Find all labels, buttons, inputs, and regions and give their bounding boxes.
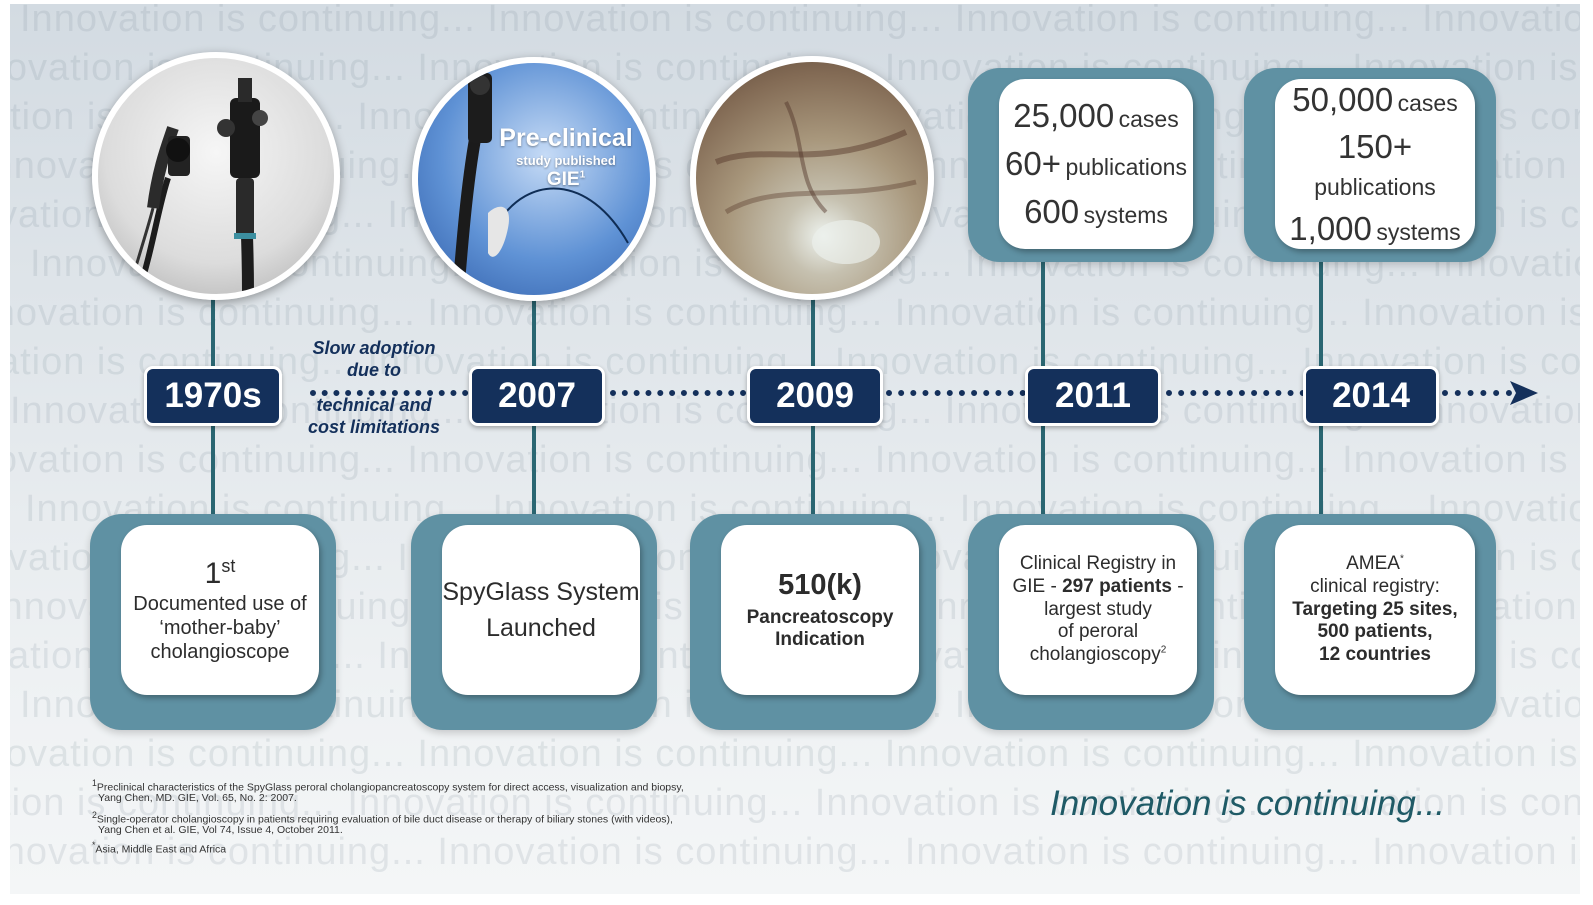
footnote: *Asia, Middle East and Africa xyxy=(92,840,226,857)
card-text: AMEA xyxy=(1346,553,1400,574)
stat-unit: publications xyxy=(1065,154,1187,181)
card-emphasis: 500 patients, xyxy=(1317,621,1433,643)
tagline: Innovation is continuing... xyxy=(1050,784,1445,823)
footnote: 1Preclinical characteristics of the SpyG… xyxy=(92,778,684,795)
card-text: Documented use of xyxy=(133,593,307,615)
card-text: Pancreatoscopy xyxy=(746,606,894,628)
card-emphasis: 12 countries xyxy=(1319,644,1431,666)
footnote-marker: 1 xyxy=(92,778,97,788)
preclinical-title: Pre-clinical xyxy=(499,124,633,152)
note-line: technical and xyxy=(316,395,432,416)
year-marker-2011: 2011 xyxy=(1025,366,1161,426)
footnote-ref: * xyxy=(1399,553,1404,565)
footnote-ref: 1 xyxy=(579,169,586,181)
cholangioscopy-view-photo xyxy=(690,56,934,300)
timeline-connector xyxy=(610,390,758,396)
footnote: Yang Chen et al. GIE, Vol 74, Issue 4, O… xyxy=(92,824,343,837)
footnote-text: Single-operator cholangioscopy in patien… xyxy=(96,813,673,826)
year-marker-2009: 2009 xyxy=(747,366,883,426)
stats-panel: 50,000 cases 150+ publications 1,000 sys… xyxy=(1275,79,1475,249)
watermark-line: Innovation is continuing... Innovation i… xyxy=(20,4,1580,40)
year-marker-2014: 2014 xyxy=(1303,366,1439,426)
footnote-text: Preclinical characteristics of the SpyGl… xyxy=(96,781,684,794)
card-text: GIE - xyxy=(1012,575,1063,597)
footnote: 2Single-operator cholangioscopy in patie… xyxy=(92,810,673,827)
card-emphasis: Targeting 25 sites, xyxy=(1292,598,1458,620)
card-text: largest study xyxy=(1044,598,1152,620)
stat-unit: cases xyxy=(1118,106,1179,133)
card-text: Indication xyxy=(775,629,865,651)
endoscope-icon xyxy=(126,78,268,294)
card-panel: AMEA* clinical registry: Targeting 25 si… xyxy=(1275,525,1475,695)
milestone-card-2007: SpyGlass System Launched xyxy=(411,514,657,730)
stat-value: 600 xyxy=(1024,192,1080,230)
duct-view-icon xyxy=(714,101,917,264)
stat-value: 150+ xyxy=(1337,128,1413,166)
stat-unit: publications xyxy=(1314,174,1436,201)
watermark-line: Innovation is continuing... Innovation i… xyxy=(10,831,1580,873)
preclinical-journal: GIE xyxy=(546,168,580,190)
card-text: clinical registry: xyxy=(1310,575,1440,597)
card-panel: SpyGlass System Launched xyxy=(442,525,640,695)
scope-icon xyxy=(452,73,629,295)
stat-unit: cases xyxy=(1397,89,1458,116)
watermark-line: Innovation is continuing... Innovation i… xyxy=(10,439,1580,481)
year-marker-1970s: 1970s xyxy=(144,366,282,426)
stat-value: 50,000 xyxy=(1292,80,1394,118)
card-panel: Clinical Registry in GIE - 297 patients … xyxy=(999,525,1197,695)
card-ordinal-suffix: st xyxy=(221,556,236,576)
milestone-card-2014: AMEA* clinical registry: Targeting 25 si… xyxy=(1244,514,1496,730)
timeline-connector xyxy=(1166,390,1318,396)
footnote: Yang Chen, MD. GIE, Vol. 65, No. 2: 2007… xyxy=(92,792,297,805)
stats-box-2014: 50,000 cases 150+ publications 1,000 sys… xyxy=(1244,68,1496,262)
footnote-marker: 2 xyxy=(92,810,97,820)
year-marker-2007: 2007 xyxy=(469,366,605,426)
note-line: cost limitations xyxy=(307,416,441,437)
footnote-text: Yang Chen, MD. GIE, Vol. 65, No. 2: 2007… xyxy=(98,792,297,804)
stats-panel: 25,000 cases 60+ publications 600 system… xyxy=(999,79,1193,249)
footnote-text: Yang Chen et al. GIE, Vol 74, Issue 4, O… xyxy=(98,824,343,836)
milestone-card-1970s: 1st Documented use of ‘mother-baby’ chol… xyxy=(90,514,336,730)
card-text: Launched xyxy=(486,614,596,642)
stat-value: 60+ xyxy=(1005,145,1062,183)
watermark-line: Innovation is continuing... Innovation i… xyxy=(10,733,1580,775)
card-emphasis: 297 patients xyxy=(1062,575,1172,597)
timeline-connector xyxy=(310,390,480,396)
preclinical-line: study published xyxy=(516,153,616,168)
card-text: Clinical Registry in xyxy=(1019,553,1177,574)
card-panel: 510(k) Pancreatoscopy Indication xyxy=(721,525,919,695)
milestone-card-2011: Clinical Registry in GIE - 297 patients … xyxy=(968,514,1214,730)
timeline-connector xyxy=(1442,390,1512,396)
footnote-text: Asia, Middle East and Africa xyxy=(95,843,227,856)
card-title: 510(k) xyxy=(778,568,862,601)
timeline-connector xyxy=(886,390,1038,396)
preclinical-circle: Pre-clinical study published GIE1 xyxy=(412,57,656,301)
card-text: ‘mother-baby’ xyxy=(159,617,281,639)
stat-value: 25,000 xyxy=(1013,97,1115,135)
card-text: of peroral xyxy=(1057,621,1139,643)
footnote-ref: 2 xyxy=(1160,644,1167,656)
endoscope-photo xyxy=(92,52,340,300)
card-text: cholangioscope xyxy=(150,641,290,663)
stats-box-2011: 25,000 cases 60+ publications 600 system… xyxy=(968,68,1214,262)
note-line: due to xyxy=(347,359,401,380)
stat-unit: systems xyxy=(1083,201,1168,228)
slow-adoption-note: Slow adoption due to technical and cost … xyxy=(292,338,456,438)
card-text: SpyGlass System xyxy=(442,578,640,606)
note-line: Slow adoption xyxy=(312,338,436,358)
stat-unit: systems xyxy=(1376,218,1461,245)
card-ordinal: 1 xyxy=(204,557,222,590)
infographic-canvas: Innovation is continuing... Innovation i… xyxy=(10,4,1580,894)
arrow-right-icon xyxy=(1510,381,1538,405)
milestone-card-2009: 510(k) Pancreatoscopy Indication xyxy=(690,514,936,730)
card-text: - xyxy=(1171,575,1184,597)
stat-value: 1,000 xyxy=(1289,209,1372,247)
card-panel: 1st Documented use of ‘mother-baby’ chol… xyxy=(121,525,319,695)
card-text: cholangioscopy xyxy=(1029,644,1161,666)
footnote-marker: * xyxy=(92,840,96,850)
